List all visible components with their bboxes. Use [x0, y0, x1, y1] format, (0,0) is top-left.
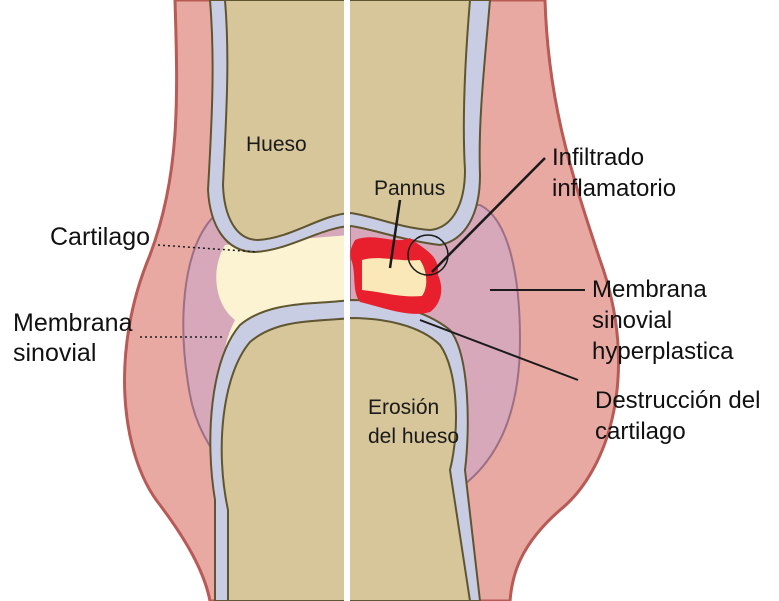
- label-membrana-right-1: Membrana: [592, 274, 707, 305]
- label-erosion-1: Erosión: [368, 394, 439, 421]
- label-membrana-right-2: sinovial: [592, 305, 672, 336]
- label-infiltrado-2: inflamatorio: [552, 173, 676, 204]
- label-hueso: Hueso: [246, 131, 307, 158]
- label-destruccion-2: cartilago: [595, 416, 686, 447]
- center-divider: [344, 0, 350, 601]
- label-membrana-right-3: hyperplastica: [592, 336, 733, 367]
- label-destruccion-1: Destrucción del: [595, 385, 760, 416]
- label-erosion-2: del hueso: [368, 423, 459, 450]
- label-infiltrado-1: Infiltrado: [552, 142, 644, 173]
- label-membrana-left-1: Membrana: [13, 308, 133, 338]
- label-membrana-left-2: sinovial: [13, 338, 96, 368]
- label-cartilago: Cartilago: [50, 222, 150, 252]
- pannus-core: [362, 258, 426, 296]
- label-pannus: Pannus: [374, 175, 445, 202]
